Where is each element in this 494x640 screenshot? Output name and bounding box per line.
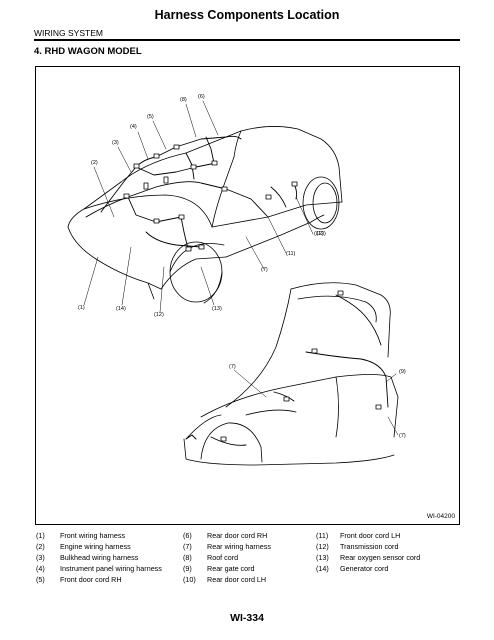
rear-wheel: [302, 176, 340, 230]
legend-number: (2): [36, 542, 45, 551]
callout-2: (2): [91, 160, 98, 166]
callout-8: (8): [180, 97, 187, 103]
callout-9: (9): [399, 369, 406, 375]
upper-harness-wires: [85, 135, 298, 250]
harness-diagram: (2) (3) (4) (5) (8) (6) (12) (11) (12) (…: [67, 94, 406, 466]
legend-number: (7): [183, 542, 192, 551]
legend-number: (1): [36, 531, 45, 540]
callout-3: (3): [112, 140, 119, 146]
legend-number: (11): [316, 531, 329, 540]
legend-number: (9): [183, 564, 192, 573]
front-wheel: [169, 241, 225, 304]
legend-label: Rear door cord RH: [207, 531, 268, 540]
model-subtitle: 4. RHD WAGON MODEL: [34, 46, 142, 57]
legend-label: Transmission cord: [340, 542, 399, 551]
legend-label: Generator cord: [340, 564, 389, 573]
harness-location-figure: (2) (3) (4) (5) (8) (6) (12) (11) (12) (…: [35, 66, 460, 525]
legend-label: Front door cord LH: [340, 531, 401, 540]
callout-13: (13): [212, 306, 222, 312]
page-number: WI-334: [230, 612, 264, 624]
callout-12: (12): [154, 312, 164, 318]
legend-label: Front door cord RH: [60, 575, 122, 584]
legend-number: (14): [316, 564, 329, 573]
legend-number: (4): [36, 564, 45, 573]
callout-6: (6): [198, 94, 205, 100]
legend-number: (8): [183, 553, 192, 562]
lower-callouts: (7) (9) (7): [229, 364, 406, 439]
callout-12-right: (12): [316, 231, 326, 237]
lower-leader-lines: [233, 369, 399, 436]
callout-1: (1): [78, 305, 85, 311]
legend-label: Roof cord: [207, 553, 239, 562]
callout-11: (11): [286, 251, 296, 257]
callout-12-top: (12): [314, 231, 324, 237]
legend-number: (6): [183, 531, 192, 540]
legend-label: Rear door cord LH: [207, 575, 267, 584]
lower-harness-wires: [185, 294, 389, 446]
upper-leader-lines: [83, 100, 314, 313]
page-title: Harness Components Location: [154, 8, 340, 22]
callout-7-lower: (7): [229, 364, 236, 370]
section-label: WIRING SYSTEM: [34, 28, 103, 38]
upper-callouts: (2) (3) (4) (5) (8) (6) (12) (11) (12) (…: [78, 94, 326, 318]
upper-connectors: [123, 144, 298, 252]
front-vehicle-body: [67, 126, 343, 300]
callout-7-right: (7): [399, 433, 406, 439]
rear-vehicle-body: [183, 282, 399, 466]
legend-label: Engine wiring harness: [60, 542, 131, 551]
legend-number: (5): [36, 575, 45, 584]
legend-number: (12): [316, 542, 329, 551]
lower-connectors: [220, 290, 382, 442]
legend-label: Front wiring harness: [60, 531, 126, 540]
figure-id: WI-04200: [426, 513, 455, 520]
legend-label: Rear wiring harness: [207, 542, 271, 551]
legend-label: Bulkhead wiring harness: [60, 553, 139, 562]
legend-label: Rear oxygen sensor cord: [340, 553, 421, 562]
callout-7-top: (7): [261, 267, 268, 273]
callout-4: (4): [130, 124, 137, 130]
legend-number: (3): [36, 553, 45, 562]
legend-number: (13): [316, 553, 329, 562]
rear-wheel-lower: [200, 422, 263, 463]
legend-label: Rear gate cord: [207, 564, 255, 573]
callout-5: (5): [147, 114, 154, 120]
callout-14: (14): [116, 306, 126, 312]
legend-label: Instrument panel wiring harness: [60, 564, 162, 573]
header-rule: [34, 39, 460, 41]
legend-number: (10): [183, 575, 196, 584]
